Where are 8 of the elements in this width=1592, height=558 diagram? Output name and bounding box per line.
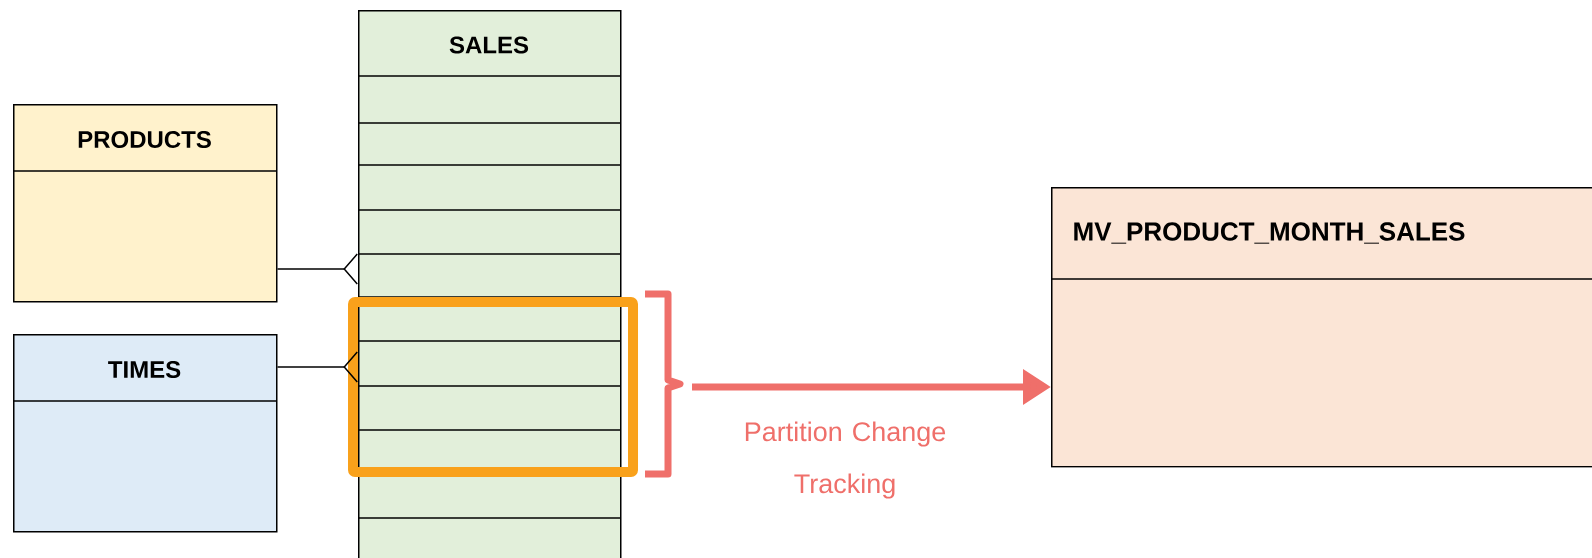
highlight-box — [348, 297, 638, 477]
edge-label: Partition Change Tracking — [745, 421, 946, 499]
table-box: TIMES — [12, 334, 278, 533]
table-box: SALES — [357, 10, 622, 558]
connector-line — [276, 253, 358, 285]
table-box: PRODUCTS — [12, 104, 278, 303]
table-box: MV_PRODUCT_MONTH_SALES — [1050, 187, 1592, 468]
connector-line — [276, 351, 358, 383]
